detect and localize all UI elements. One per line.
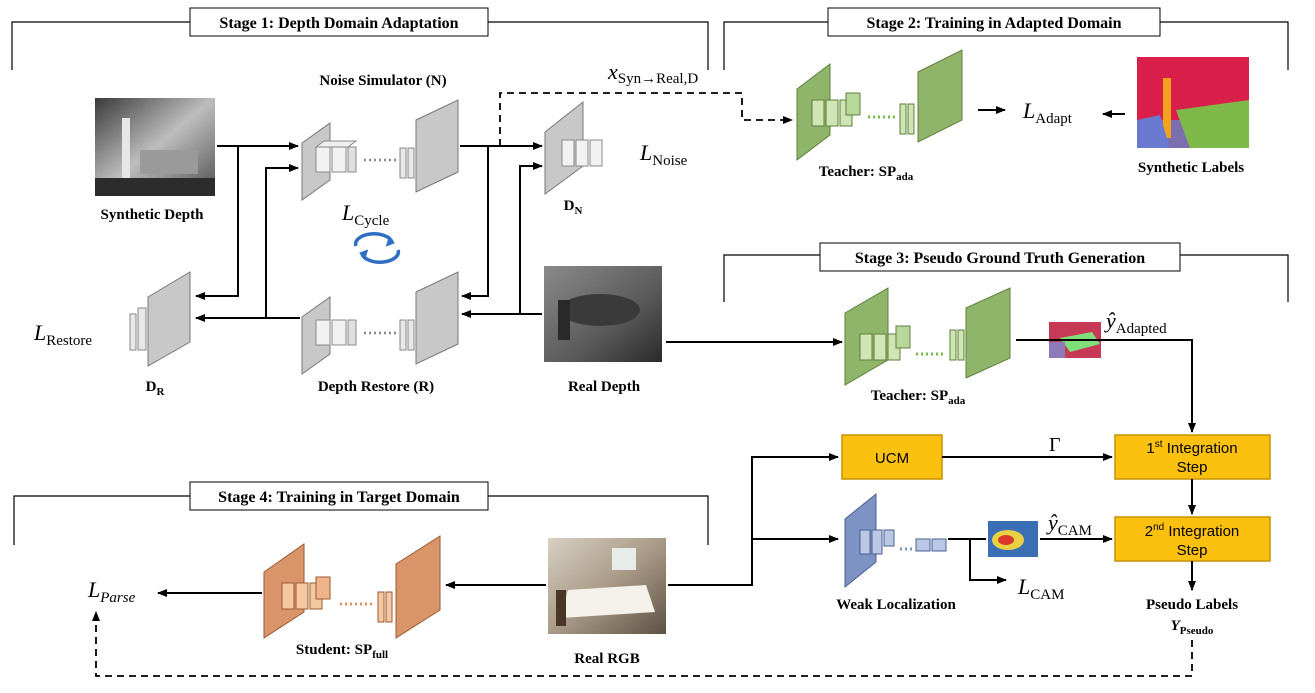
l-adapt-label: LAdapt (1022, 98, 1073, 127)
integration-step-2-line2: Step (1177, 542, 1208, 559)
synthetic-labels-label: Synthetic Labels (1138, 160, 1244, 176)
l-cam-label: LCAM (1017, 574, 1064, 603)
integration-step-1-box: 1st Integration Step (1114, 434, 1271, 480)
ucm-box: UCM (841, 434, 943, 480)
stage4-title-box: Stage 4: Training in Target Domain (189, 481, 489, 511)
x-syn-label: xSyn→Real,D (607, 59, 698, 87)
synthetic-depth-label: Synthetic Depth (101, 207, 205, 223)
real-depth-image (544, 266, 662, 362)
l-restore-label: LRestore (33, 320, 92, 349)
discriminator-n-network (544, 100, 603, 195)
stage2-title: Stage 2: Training in Adapted Domain (866, 15, 1121, 32)
teacher-network-stage2 (796, 49, 963, 162)
student-network (263, 535, 441, 639)
l-noise-label: LNoise (639, 140, 688, 169)
teacher-label-stage3: Teacher: SPada (871, 388, 966, 407)
real-rgb-image (548, 538, 666, 634)
depth-restore-label: Depth Restore (R) (318, 379, 434, 395)
real-depth-label: Real Depth (568, 379, 641, 395)
stage2-title-box: Stage 2: Training in Adapted Domain (827, 7, 1161, 37)
l-cycle-label: LCycle (341, 200, 390, 229)
cycle-icon (353, 232, 401, 264)
synthetic-labels-image (1137, 57, 1249, 148)
y-adapted-label: ŷAdapted (1104, 308, 1167, 337)
y-pseudo-label: YPseudo (1171, 618, 1214, 637)
weak-localization-label: Weak Localization (836, 597, 956, 613)
stage3-title-box: Stage 3: Pseudo Ground Truth Generation (819, 242, 1181, 272)
integration-step-2-box: 2nd Integration Step (1114, 516, 1271, 562)
depth-restore-network (301, 271, 459, 375)
stage3-title: Stage 3: Pseudo Ground Truth Generation (855, 250, 1145, 267)
teacher-network-stage3 (844, 287, 1011, 386)
stage1-title-box: Stage 1: Depth Domain Adaptation (189, 7, 489, 37)
synthetic-depth-image (95, 98, 215, 196)
stage1-title: Stage 1: Depth Domain Adaptation (219, 15, 458, 32)
l-parse-label: LParse (87, 577, 136, 606)
ucm-label: UCM (875, 450, 909, 467)
weak-localization-network (844, 492, 947, 589)
integration-step-2-line1: 2nd Integration (1145, 522, 1240, 540)
y-cam-label: ŷCAM (1046, 510, 1092, 539)
dashed-connectors (92, 92, 1193, 677)
teacher-label-stage2: Teacher: SPada (819, 164, 914, 183)
integration-step-1-line1: 1st Integration (1146, 439, 1237, 457)
integration-step-1-line2: Step (1177, 459, 1208, 476)
connectors (157, 106, 1196, 597)
discriminator-r-label: DR (146, 379, 166, 398)
discriminator-n-label: DN (564, 198, 583, 217)
real-rgb-label: Real RGB (574, 651, 639, 667)
noise-simulator-network (301, 99, 459, 201)
noise-simulator-label: Noise Simulator (N) (319, 73, 446, 89)
stage4-title: Stage 4: Training in Target Domain (218, 489, 460, 506)
pseudo-labels-label: Pseudo Labels (1146, 597, 1238, 613)
student-label: Student: SPfull (296, 642, 388, 661)
gamma-label: Γ (1049, 434, 1061, 456)
cam-heatmap-thumbnail (988, 521, 1038, 557)
discriminator-r-network (129, 271, 191, 367)
